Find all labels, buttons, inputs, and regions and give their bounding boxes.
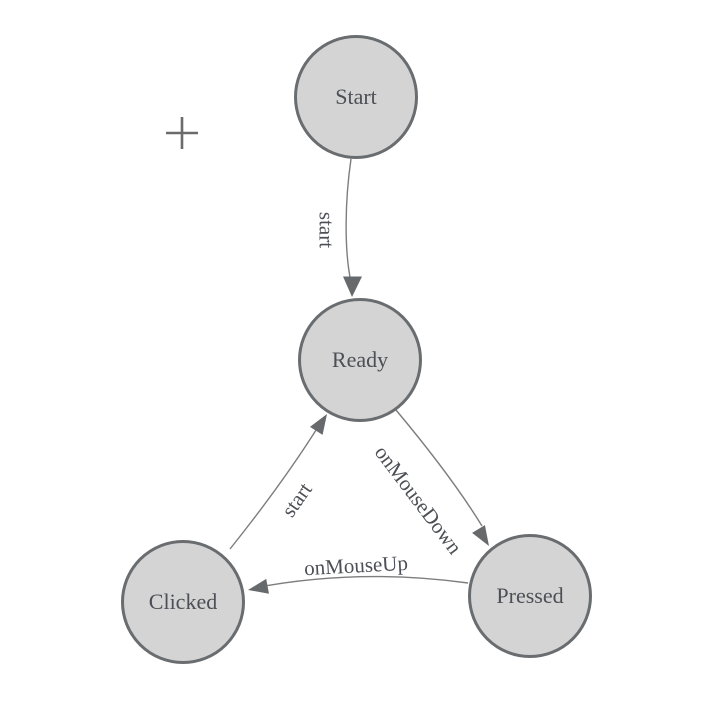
edge-clicked-to-ready[interactable] [229,426,319,550]
arrowhead-pressed-to-clicked [248,578,269,594]
arrowhead-start-to-ready [343,276,362,297]
state-node-label: Pressed [496,583,564,608]
state-node-label: Clicked [148,589,218,614]
edge-label-start-to-ready[interactable]: start [314,211,339,249]
arrowhead-ready-to-pressed [472,525,489,546]
state-node-start[interactable]: Start [294,35,418,159]
arrowhead-clicked-to-ready [310,414,327,435]
state-node-ready[interactable]: Ready [298,298,422,422]
edge-ready-to-pressed[interactable] [395,409,483,527]
crosshair-plus-icon [166,117,198,149]
state-node-label: Ready [331,347,389,372]
state-node-pressed[interactable]: Pressed [468,534,592,658]
edge-start-to-ready[interactable] [345,158,352,283]
state-node-label: Start [335,84,377,109]
edge-pressed-to-clicked[interactable] [253,575,469,589]
state-node-clicked[interactable]: Clicked [121,540,245,664]
